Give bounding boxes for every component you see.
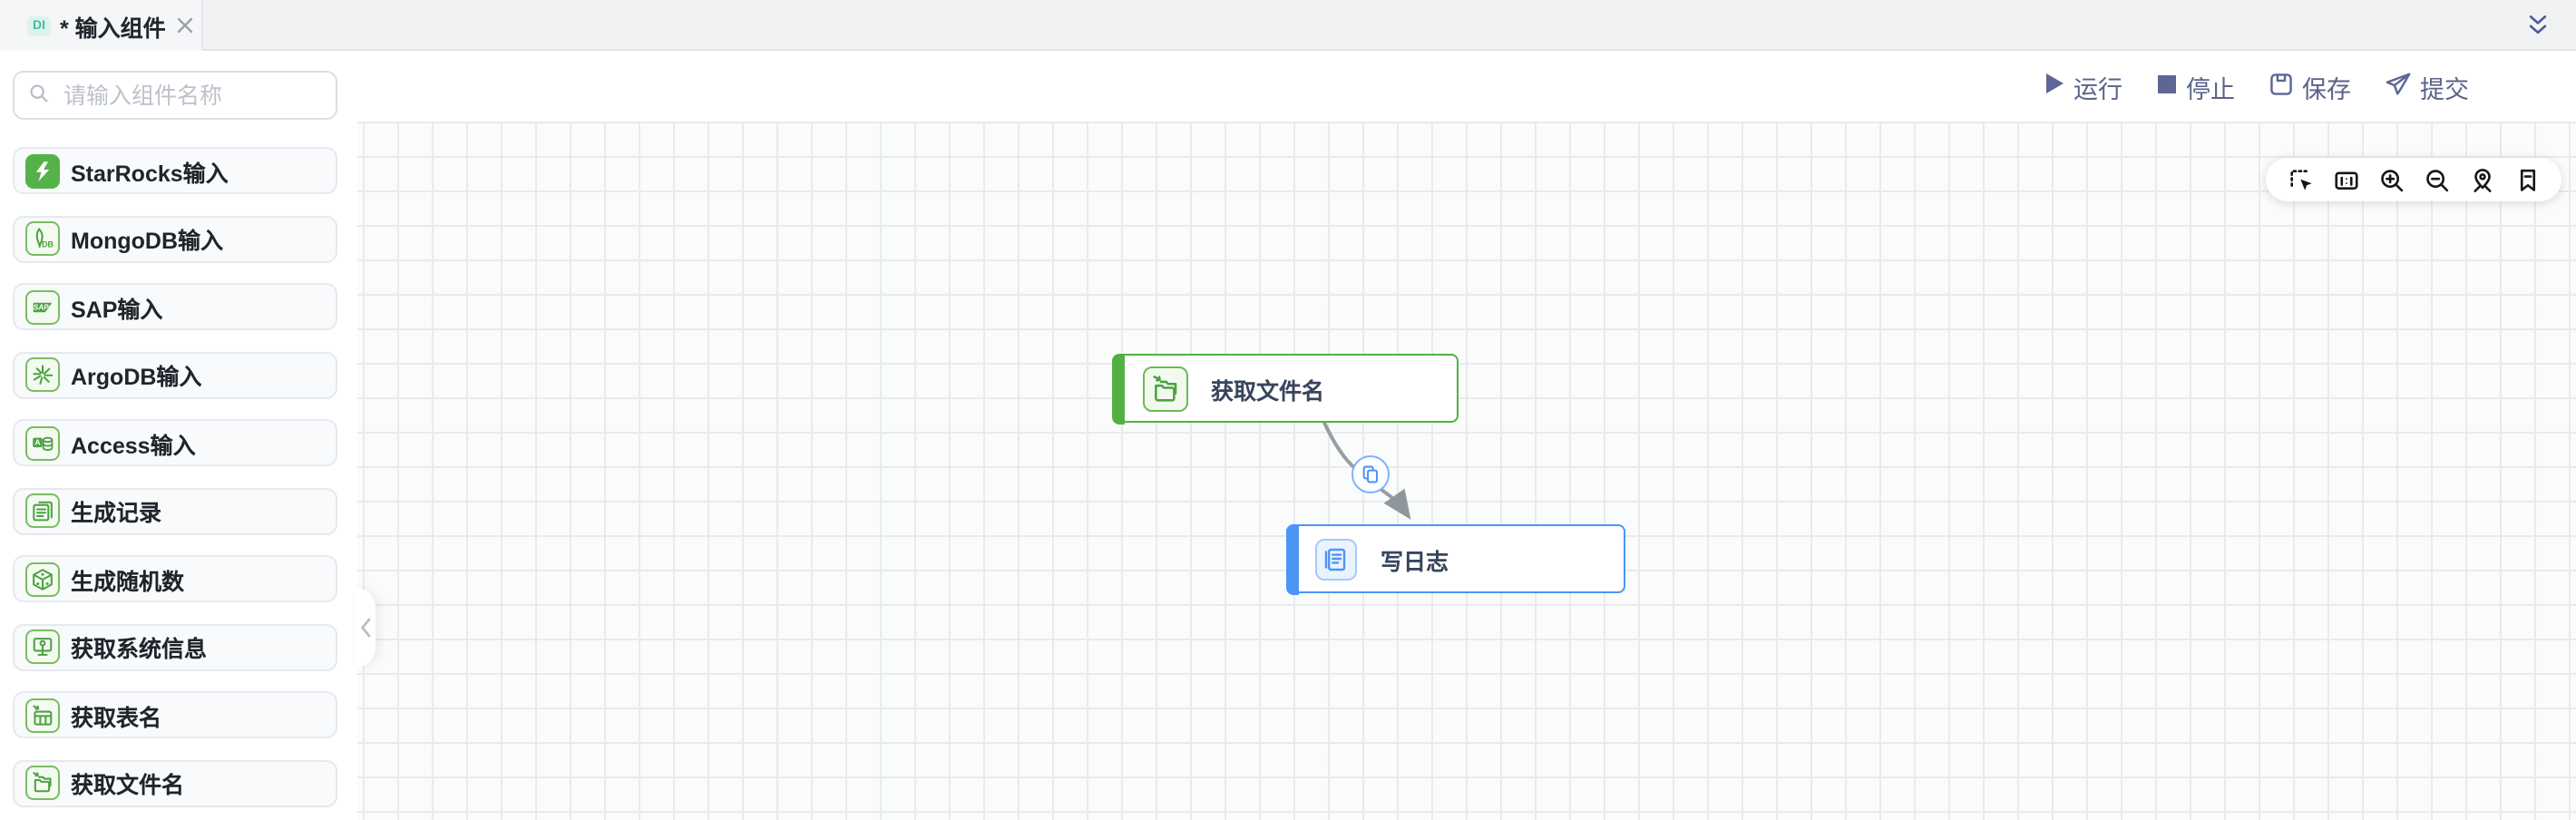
- locate-icon[interactable]: [2465, 163, 2498, 196]
- stop-button[interactable]: 停止: [2157, 68, 2235, 104]
- sap-icon: SAP: [24, 289, 59, 324]
- zoom-out-icon[interactable]: [2420, 163, 2453, 196]
- node-write-log[interactable]: 写日志: [1285, 523, 1625, 594]
- component-search[interactable]: [13, 71, 337, 120]
- component-item-generate-record[interactable]: 生成记录: [12, 487, 337, 534]
- component-item-argodb[interactable]: ArgoDB输入: [12, 351, 337, 398]
- component-label: StarRocks输入: [71, 161, 229, 186]
- component-item-table-name[interactable]: 获取表名: [12, 691, 337, 738]
- component-label: ArgoDB输入: [71, 365, 202, 390]
- tab-title: * 输入组件: [60, 15, 166, 41]
- chevron-left-icon: [361, 618, 371, 638]
- svg-text:DB: DB: [41, 240, 53, 249]
- argodb-icon: [24, 357, 59, 392]
- stop-icon: [2157, 73, 2177, 100]
- component-sidebar: StarRocks输入 DB MongoDB输入 SAP: [0, 51, 357, 820]
- tab-bar: DI * 输入组件: [0, 0, 2576, 51]
- component-item-access[interactable]: A Access输入: [12, 419, 337, 466]
- bookmark-icon[interactable]: [2511, 163, 2543, 196]
- play-icon: [2044, 73, 2064, 100]
- component-item-mongodb[interactable]: DB MongoDB输入: [12, 215, 337, 262]
- generate-random-icon: [24, 561, 59, 596]
- component-label: 生成随机数: [71, 569, 185, 594]
- component-item-generate-random[interactable]: 生成随机数: [12, 555, 337, 602]
- component-label: 生成记录: [71, 501, 162, 526]
- sidebar-collapse-handle[interactable]: [356, 588, 376, 668]
- component-label: 获取系统信息: [71, 637, 208, 662]
- component-item-system-info[interactable]: 获取系统信息: [12, 623, 337, 670]
- submit-label: 提交: [2420, 75, 2469, 102]
- component-label: MongoDB输入: [71, 229, 224, 254]
- stop-label: 停止: [2186, 75, 2235, 102]
- action-toolbar: 运行 停止 保存 提交: [2044, 51, 2469, 122]
- node-get-file-name[interactable]: 获取文件名: [1112, 353, 1458, 424]
- system-info-icon: [24, 630, 59, 664]
- starrocks-icon: [24, 153, 59, 188]
- component-item-starrocks[interactable]: StarRocks输入: [12, 147, 337, 194]
- component-item-file-name[interactable]: 获取文件名: [12, 759, 337, 806]
- component-list: StarRocks输入 DB MongoDB输入 SAP: [12, 147, 337, 806]
- tab-input-components[interactable]: DI * 输入组件: [0, 0, 203, 51]
- search-input[interactable]: [60, 81, 321, 110]
- component-label: SAP输入: [71, 297, 163, 322]
- edge-copy-badge[interactable]: [1351, 455, 1390, 493]
- node-accent-bar: [1112, 353, 1125, 424]
- mongodb-icon: DB: [24, 221, 59, 256]
- save-label: 保存: [2302, 75, 2351, 102]
- floppy-icon: [2269, 72, 2293, 101]
- table-name-icon: [24, 698, 59, 732]
- canvas-grid[interactable]: [357, 122, 2576, 820]
- access-icon: A: [24, 425, 59, 460]
- generate-record-icon: [24, 493, 59, 528]
- run-label: 运行: [2073, 75, 2122, 102]
- component-label: 获取表名: [71, 705, 162, 730]
- file-name-icon: [24, 766, 59, 800]
- fit-view-icon[interactable]: [2329, 163, 2362, 196]
- canvas-header: 运行 停止 保存 提交: [0, 51, 2576, 122]
- write-log-icon: [1315, 538, 1357, 580]
- component-label: 获取文件名: [71, 773, 185, 798]
- component-label: Access输入: [71, 433, 196, 458]
- save-button[interactable]: 保存: [2269, 68, 2351, 104]
- run-button[interactable]: 运行: [2044, 68, 2122, 104]
- copy-icon: [1362, 465, 1378, 483]
- flow-canvas: 获取文件名 写日志: [357, 51, 2576, 820]
- marquee-select-icon[interactable]: [2284, 163, 2317, 196]
- node-accent-bar: [1285, 523, 1298, 594]
- paper-plane-icon: [2386, 72, 2411, 101]
- search-icon: [29, 79, 49, 112]
- submit-button[interactable]: 提交: [2386, 68, 2469, 104]
- close-icon[interactable]: [177, 16, 195, 34]
- canvas-toolbar: [2266, 158, 2561, 201]
- component-item-sap[interactable]: SAP SAP输入: [12, 283, 337, 330]
- svg-text:A: A: [34, 437, 39, 446]
- node-label: 获取文件名: [1211, 378, 1325, 404]
- double-chevron-down-icon[interactable]: [2522, 9, 2554, 42]
- file-name-icon: [1142, 366, 1187, 411]
- di-badge: DI: [27, 15, 51, 35]
- svg-text:SAP: SAP: [33, 302, 48, 310]
- node-label: 写日志: [1381, 549, 1449, 574]
- zoom-in-icon[interactable]: [2375, 163, 2407, 196]
